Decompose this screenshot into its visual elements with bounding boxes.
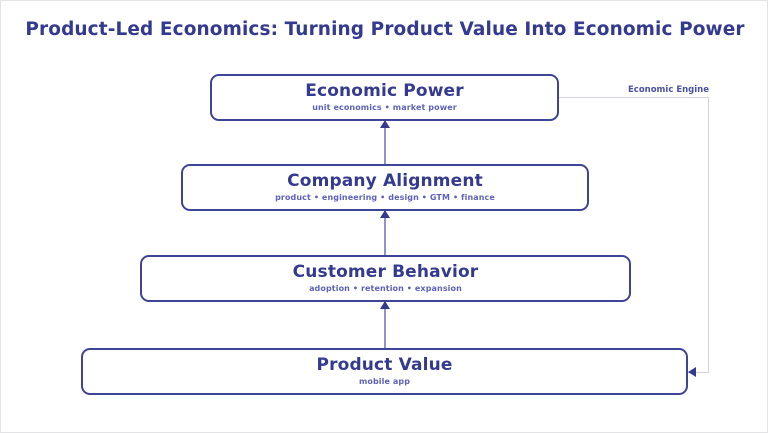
feedback-loop-top-segment [559, 97, 709, 98]
node-economic-power[interactable]: Economic Power unit economics • market p… [210, 74, 559, 121]
node-product-value[interactable]: Product Value mobile app [81, 348, 688, 395]
connector-arrow-up-company-alignment-to-economic-power [380, 120, 390, 164]
node-company-alignment[interactable]: Company Alignment product • engineering … [181, 164, 589, 211]
node-subtitle: mobile app [358, 377, 411, 387]
node-subtitle: unit economics • market power [312, 103, 457, 113]
feedback-loop-arrow-icon [688, 367, 696, 377]
node-title: Company Alignment [287, 170, 483, 191]
node-title: Economic Power [305, 80, 464, 101]
node-customer-behavior[interactable]: Customer Behavior adoption • retention •… [140, 255, 631, 302]
connector-arrow-up-product-value-to-customer-behavior [380, 301, 390, 348]
node-title: Product Value [316, 354, 453, 375]
node-subtitle: product • engineering • design • GTM • f… [275, 193, 495, 203]
page-title: Product-Led Economics: Turning Product V… [25, 19, 745, 40]
node-title: Customer Behavior [292, 261, 479, 282]
feedback-loop-label: Economic Engine [627, 85, 709, 95]
feedback-loop-right-segment [708, 97, 709, 372]
connector-arrow-up-customer-behavior-to-company-alignment [380, 210, 390, 255]
feedback-loop-bottom-segment [688, 372, 709, 373]
node-subtitle: adoption • retention • expansion [309, 284, 462, 294]
